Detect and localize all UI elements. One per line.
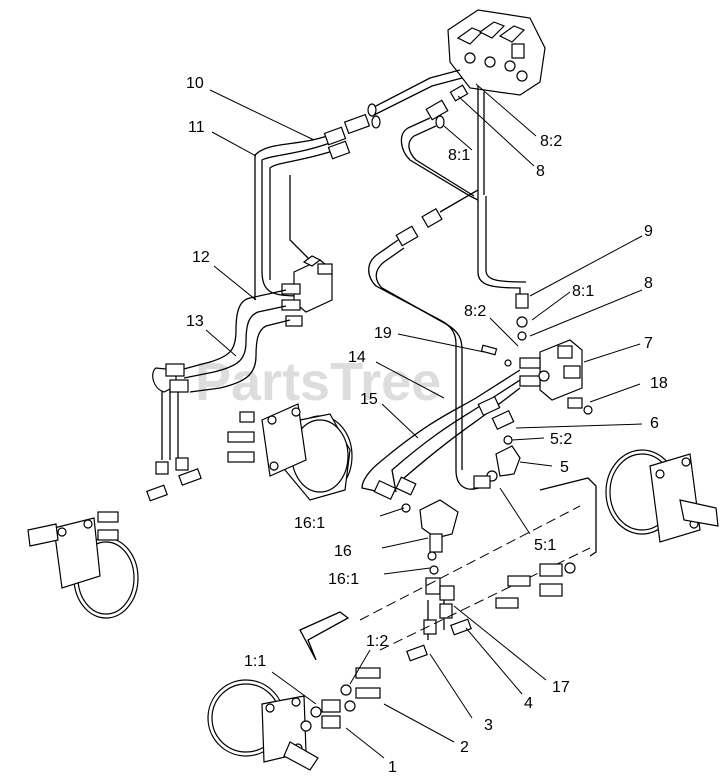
frame-bracket xyxy=(299,477,597,661)
callout-1-1: 1:1 xyxy=(244,653,266,670)
callout-8-1-top: 8:1 xyxy=(448,147,470,164)
callout-7: 7 xyxy=(644,335,653,352)
callout-12: 12 xyxy=(192,249,210,266)
callout-3: 3 xyxy=(484,717,493,734)
hose-lines-15 xyxy=(361,369,521,501)
callout-19: 19 xyxy=(374,325,392,342)
elbow-fitting-5 xyxy=(473,435,521,489)
callout-9: 9 xyxy=(644,223,653,240)
hydraulic-motor-right xyxy=(495,449,719,609)
callout-18: 18 xyxy=(650,375,668,392)
callout-1-2: 1:2 xyxy=(366,633,388,650)
callout-5: 5 xyxy=(560,459,569,476)
callout-6: 6 xyxy=(650,415,659,432)
callout-2: 2 xyxy=(460,739,469,756)
callout-8-2-mid: 8:2 xyxy=(464,303,486,320)
hydraulic-motor-bottom xyxy=(207,667,381,771)
valve-block-right xyxy=(480,293,593,415)
hose-lines-middle xyxy=(368,239,485,490)
callout-5-2: 5:2 xyxy=(550,431,572,448)
callout-16-1-a: 16:1 xyxy=(294,515,325,532)
callout-8-top: 8 xyxy=(536,163,545,180)
hose-lines-lower xyxy=(406,600,472,662)
callout-8-mid: 8 xyxy=(644,275,653,292)
callout-11: 11 xyxy=(188,119,205,136)
callout-4: 4 xyxy=(524,695,533,712)
hose-lines-upper xyxy=(254,69,527,300)
hose-lines-left xyxy=(146,289,291,502)
hydraulic-motor-left xyxy=(27,511,139,619)
hydraulic-motor-middle xyxy=(227,403,353,501)
upper-fittings xyxy=(323,84,469,247)
callout-15: 15 xyxy=(360,391,378,408)
control-valve xyxy=(447,9,546,96)
callout-17: 17 xyxy=(552,679,570,696)
watermark: PartsTree xyxy=(195,352,441,412)
junction-block-left xyxy=(281,255,333,327)
callout-13: 13 xyxy=(186,313,204,330)
callout-labels: 10 11 12 13 8:2 8:1 8 9 8:1 8 8:2 7 19 1… xyxy=(186,75,668,776)
callout-14: 14 xyxy=(348,349,366,366)
callout-8-2-top: 8:2 xyxy=(540,133,562,150)
callout-8-1-mid: 8:1 xyxy=(572,283,594,300)
callout-10: 10 xyxy=(186,75,204,92)
callout-5-1: 5:1 xyxy=(534,537,556,554)
callout-16-1-b: 16:1 xyxy=(328,571,359,588)
tee-fitting-16 xyxy=(401,499,459,601)
callout-1: 1 xyxy=(388,759,397,776)
leader-lines xyxy=(205,83,643,759)
callout-16: 16 xyxy=(334,543,352,560)
